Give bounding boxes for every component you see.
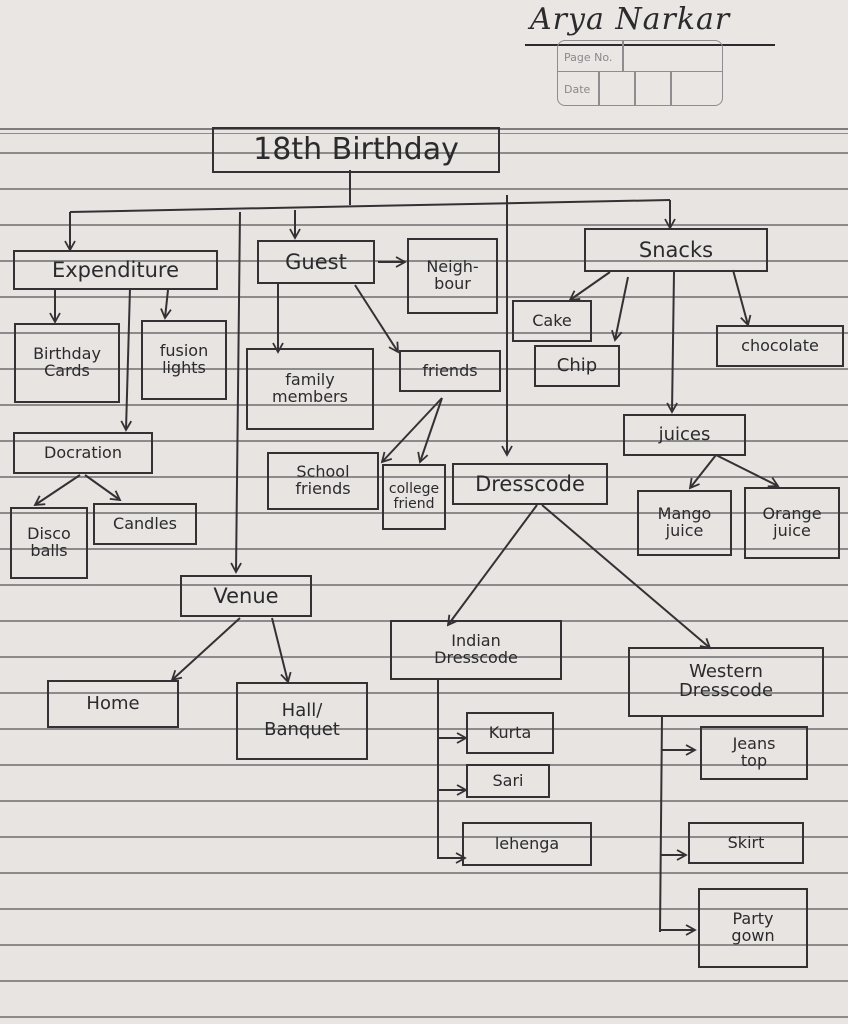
author-underline	[525, 44, 775, 46]
header-rule-2	[0, 133, 848, 134]
node-sari: Sari	[466, 764, 550, 798]
divider	[622, 41, 624, 71]
node-indian-dresscode: Indian Dresscode	[390, 620, 562, 680]
node-school-friends: School friends	[267, 452, 379, 510]
node-lehenga: lehenga	[462, 822, 592, 866]
node-birthday-cards: Birthday Cards	[14, 323, 120, 403]
date-label: Date	[564, 83, 591, 96]
page-date-box: Page No. Date	[557, 40, 723, 106]
node-fusion-lights: fusion lights	[141, 320, 227, 400]
node-orange-juice: Orange juice	[744, 487, 840, 559]
node-cake: Cake	[512, 300, 592, 342]
node-jeans-top: Jeans top	[700, 726, 808, 780]
divider	[634, 71, 636, 105]
page-header-area	[0, 0, 848, 128]
divider	[598, 71, 600, 105]
node-decoration: Docration	[13, 432, 153, 474]
header-rule	[0, 128, 848, 130]
node-root-18th-birthday: 18th Birthday	[212, 127, 500, 173]
author-name: Arya Narkar	[530, 2, 731, 37]
page-no-row	[558, 41, 722, 72]
node-skirt: Skirt	[688, 822, 804, 864]
node-candles: Candles	[93, 503, 197, 545]
node-family-members: family members	[246, 348, 374, 430]
node-juices: juices	[623, 414, 746, 456]
divider	[670, 71, 672, 105]
node-neighbour: Neigh- bour	[407, 238, 498, 314]
node-chip: Chip	[534, 345, 620, 387]
node-mango-juice: Mango juice	[637, 490, 732, 556]
node-kurta: Kurta	[466, 712, 554, 754]
page-no-label: Page No.	[564, 51, 613, 64]
node-hall-banquet: Hall/ Banquet	[236, 682, 368, 760]
node-snacks: Snacks	[584, 228, 768, 272]
node-friends: friends	[399, 350, 501, 392]
node-disco-balls: Disco balls	[10, 507, 88, 579]
node-college-friend: college friend	[382, 464, 446, 530]
node-venue: Venue	[180, 575, 312, 617]
node-home: Home	[47, 680, 179, 728]
node-expenditure: Expenditure	[13, 250, 218, 290]
node-party-gown: Party gown	[698, 888, 808, 968]
node-chocolate: chocolate	[716, 325, 844, 367]
node-guest: Guest	[257, 240, 375, 284]
node-dresscode: Dresscode	[452, 463, 608, 505]
node-western-dresscode: Western Dresscode	[628, 647, 824, 717]
